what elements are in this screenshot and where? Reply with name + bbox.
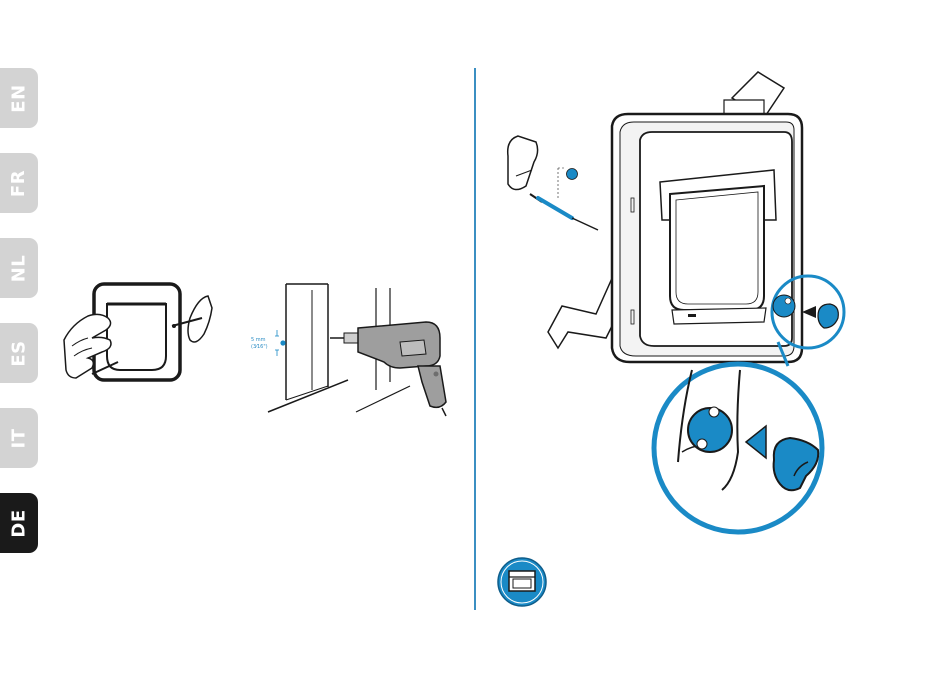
lang-tab-label: NL: [8, 254, 29, 282]
template-marking-illustration: [62, 278, 214, 390]
lang-tab-label: EN: [9, 84, 30, 112]
lang-tab-label: IT: [8, 428, 29, 448]
window-frame-icon: [496, 556, 548, 608]
drill-dimension-metric: 5 mm: [251, 337, 266, 343]
drill-hole-illustration: 5 mm (3⁄16"): [250, 282, 455, 417]
cat-flap-installation-illustration: [502, 70, 852, 536]
column-divider: [474, 68, 476, 610]
lang-tab-label: DE: [9, 509, 30, 537]
lang-tab-en[interactable]: EN: [0, 68, 38, 128]
lang-tab-label: ES: [8, 340, 29, 366]
lang-tab-fr[interactable]: FR: [0, 153, 38, 213]
drill-dimension-imperial: (3⁄16"): [251, 344, 268, 350]
lang-tab-it[interactable]: IT: [0, 408, 38, 468]
lang-tab-es[interactable]: ES: [0, 323, 38, 383]
lang-tab-de[interactable]: DE: [0, 493, 38, 553]
lang-tab-nl[interactable]: NL: [0, 238, 38, 298]
lang-tab-label: FR: [9, 169, 30, 196]
